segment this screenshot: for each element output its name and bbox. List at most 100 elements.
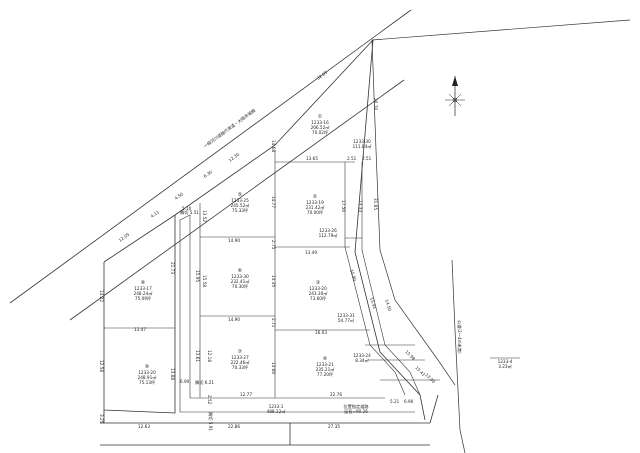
dim-271: 2.71 [271,318,276,328]
dim-510: 5.10 [182,206,192,211]
svg-text:1233-30: 1233-30 [231,274,249,279]
dim-1422: 14.22 [99,290,104,302]
dim-1591: 15.91 [369,297,378,310]
dim-1603: 16.03 [315,330,327,335]
lot-2-label: ② 1233-19 231.42㎡ 70.00坪 [306,194,326,216]
road-edge-bottom [69,79,405,321]
side-road-label: 公道(2～4m未満) [456,320,463,354]
site-right-boundary [354,39,426,421]
svg-text:222.46㎡: 222.46㎡ [231,359,251,365]
svg-text:112.79㎡: 112.79㎡ [319,232,339,238]
svg-text:70.00坪: 70.00坪 [307,209,323,216]
svg-text:1233-31: 1233-31 [337,313,355,318]
dim-3205: 32.05 [316,70,329,81]
small-right-parcel-label: 1233-4 3.23㎡ [498,359,513,369]
dim-1352: 13.52 [202,210,207,222]
svg-text:70.02坪: 70.02坪 [312,129,328,136]
svg-text:8.34㎡: 8.34㎡ [355,357,369,363]
svg-text:3.23㎡: 3.23㎡ [498,363,512,369]
dim-252: 2.52 [207,395,212,405]
dim-1490: 14.90 [228,238,240,243]
dim-690b: 6.90 [404,399,414,404]
divider-curve1 [344,246,406,396]
dim-251a: 2.51 [347,156,357,161]
svg-text:1233-16: 1233-16 [311,120,329,125]
svg-text:1233-27: 1233-27 [231,355,249,360]
svg-text:73.60坪: 73.60坪 [310,295,326,302]
dim-1300: 13.00 [271,362,276,374]
dim-450: 4.50 [174,191,185,201]
svg-text:77.20坪: 77.20坪 [317,371,333,378]
diagonal-road [9,9,412,321]
dim-1300b: 13.00 [424,372,436,384]
dim-1365a: 13.65 [306,156,318,161]
dim-2070: 20.70 [373,98,378,110]
site-top-left-edge [103,214,176,263]
side-road-east-edge [451,259,466,453]
north-arrow-icon [445,76,465,116]
road-parcel-label: 1233-1 488.12㎡ [267,404,287,414]
corner-label-2: 隅切 6.21 [195,379,214,386]
svg-text:231.42㎡: 231.42㎡ [306,204,326,210]
dim-1450: 14.50 [384,299,393,312]
outer-dimension-labels: 32.05 20.70 31.65 4.50 6.30 12.30 4.11 1… [99,70,378,429]
svg-text:248.24㎡: 248.24㎡ [134,290,154,296]
dim-2735: 27.35 [328,424,340,429]
dim-1205: 12.05 [118,232,131,243]
dim-630: 6.30 [203,169,214,179]
svg-text:延長=90.26: 延長=90.26 [344,408,368,415]
dim-1468: 14.68 [271,140,276,152]
svg-text:488.12㎡: 488.12㎡ [267,408,287,414]
svg-text:⑧: ⑧ [141,280,146,286]
small-parcel-2-label: 1233-26 112.79㎡ [319,228,339,238]
dim-1277: 12.77 [240,392,252,397]
corner-label-1: 隅切 5.51 [180,209,199,216]
small-parcel-3-label: 1233-31 54.77㎡ [337,313,355,323]
svg-text:1233-19: 1233-19 [306,200,324,205]
dim-1347: 13.47 [134,327,146,332]
site-bottom-right-edge [429,394,439,424]
dim-1558: 15.58 [202,275,207,287]
dim-521: 5.21 [390,399,400,404]
lot-7-label: ⑦ 1233-27 222.46㎡ 70.33坪 [231,349,251,371]
dim-1595: 15.95 [195,270,200,282]
dim-275a: 2.75 [271,240,276,250]
site-outline [100,39,439,446]
access-road-top [179,214,191,221]
dim-1490b: 14.90 [228,317,240,322]
svg-text:④: ④ [323,356,328,362]
dim-251b: 2.51 [362,156,372,161]
lot-5-label: ⑤ 1233-25 245.52㎡ 75.33坪 [231,192,251,214]
dim-1230: 12.30 [228,152,241,163]
svg-text:1233-24: 1233-24 [353,353,371,358]
svg-text:③: ③ [316,280,320,286]
svg-text:75.09坪: 75.09坪 [135,295,151,302]
dim-1598: 15.98 [404,349,416,361]
top-right-boundary [371,19,631,41]
svg-text:232.41㎡: 232.41㎡ [231,278,251,284]
dim-1590: 15.90 [349,269,358,282]
access-road [179,214,415,413]
dim-1477: 14.77 [271,196,276,208]
svg-text:1233-26: 1233-26 [319,228,337,233]
dim-2286: 22.86 [228,424,240,429]
dim-2276: 22.76 [330,392,342,397]
svg-text:1233-25: 1233-25 [231,198,249,203]
svg-text:1233-20: 1233-20 [138,370,156,375]
svg-text:1233-1: 1233-1 [269,404,284,409]
svg-text:235.21㎡: 235.21㎡ [316,366,336,372]
side-road-west-edge [371,39,456,386]
svg-text:206.52㎡: 206.52㎡ [311,124,331,130]
lot-9-label: ⑨ 1233-20 248.91㎡ 75.13坪 [138,364,158,386]
svg-text:75.13坪: 75.13坪 [139,379,155,386]
svg-text:⑤: ⑤ [238,192,242,198]
lot-8-label: ⑧ 1233-17 248.24㎡ 75.09坪 [134,280,154,302]
lot-1-label: ① 1233-16 206.52㎡ 70.02坪 [311,114,331,136]
dim-1750: 17.50 [341,200,346,212]
svg-text:⑦: ⑦ [238,349,243,355]
corner-label-3: 隅切 5.91 [207,412,214,431]
svg-text:⑨: ⑨ [145,364,149,370]
svg-text:1233-17: 1233-17 [134,286,152,291]
